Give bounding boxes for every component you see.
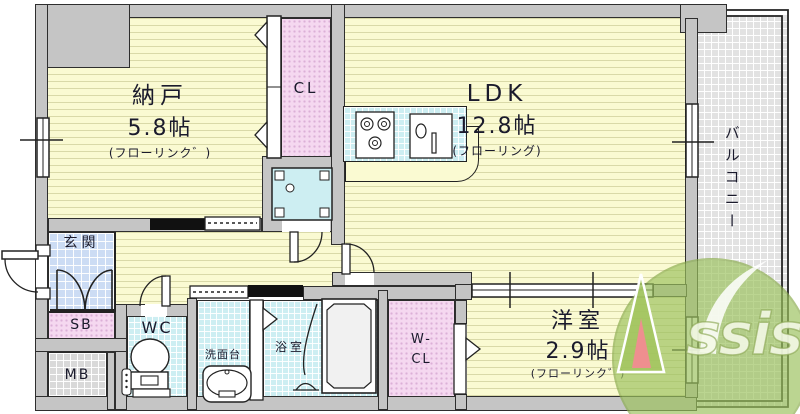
western-room-label: 洋室 2.9帖 (フローリンク゛) — [478, 308, 678, 381]
closet-door-icon — [254, 15, 282, 159]
wc-door-icon — [139, 275, 171, 307]
meter-box-label: MB — [64, 367, 91, 383]
laundry-door-icon — [289, 231, 323, 263]
entrance-step-line — [114, 232, 116, 312]
laundry-niche-opening — [282, 219, 330, 232]
shoe-box-label: SB — [70, 317, 93, 333]
entrance-door-opening — [36, 253, 47, 293]
bathroom-door-icon — [249, 299, 279, 401]
ldk-door-opening — [345, 273, 374, 285]
nando-name: 納戸 — [132, 83, 188, 109]
shower-icon — [293, 303, 319, 391]
nando-label: 納戸 5.8帖 (フローリンク゛) — [60, 82, 260, 161]
closet-label: CL — [293, 79, 319, 97]
stove-icon — [355, 111, 395, 159]
western-room-name: 洋室 — [550, 309, 605, 334]
logo-leaf-swoosh — [700, 260, 768, 354]
wall-mb-right — [107, 352, 115, 410]
shoe-box-doors-icon — [50, 269, 115, 313]
ldk-name: LDK — [466, 81, 528, 107]
nando-floor-type: (フローリンク゛) — [108, 146, 212, 161]
ldk-size: 12.8帖 — [456, 113, 538, 139]
washing-machine-pan-icon — [271, 167, 333, 221]
walk-in-closet-floor — [388, 300, 455, 400]
wcl-line2: CL — [411, 352, 432, 367]
wall-top-left-notch — [35, 4, 130, 68]
walk-in-closet-door-icon — [453, 323, 482, 395]
kitchen-sink-icon — [409, 113, 453, 159]
toilet-icon — [121, 338, 171, 398]
wc-door-opening — [141, 305, 167, 316]
closet-floor — [281, 18, 331, 158]
washroom-sliding-door-icon — [189, 285, 303, 299]
nando-size: 5.8帖 — [127, 115, 193, 141]
western-room-size: 2.9帖 — [545, 338, 611, 364]
ldk-floor-type: (フローリング) — [452, 144, 542, 159]
entrance-door-icon — [1, 244, 51, 300]
entrance-label: 玄関 — [63, 235, 100, 251]
nando-window-icon — [20, 117, 63, 178]
logo-letter-a-inner — [632, 318, 651, 368]
wall-bath-wcl — [378, 290, 388, 410]
wash-basin-icon — [202, 365, 252, 403]
balcony-label: バルコニー — [722, 125, 741, 235]
meter-box-floor — [48, 352, 107, 397]
logo-text: ssist — [685, 299, 800, 369]
western-room-floor-type: (フローリンク゛) — [530, 367, 626, 380]
ldk-label: LDK 12.8帖 (フローリング) — [397, 80, 597, 159]
washroom-label: 洗面台 — [205, 348, 241, 361]
ldk-door-icon — [341, 243, 375, 275]
walk-in-closet-label: W- CL — [388, 330, 455, 370]
nando-sliding-door-icon — [150, 216, 261, 231]
ldk-window-icon — [672, 103, 714, 178]
shoe-box-floor — [48, 312, 115, 339]
wcl-line1: W- — [410, 332, 433, 347]
bathroom-label: 浴室 — [274, 340, 305, 354]
bathtub-icon — [321, 298, 377, 394]
hallway-floor-extension — [113, 287, 190, 304]
entrance-floor — [48, 232, 115, 312]
wall-sb-mb — [35, 338, 127, 352]
wc-label: WC — [141, 318, 173, 337]
